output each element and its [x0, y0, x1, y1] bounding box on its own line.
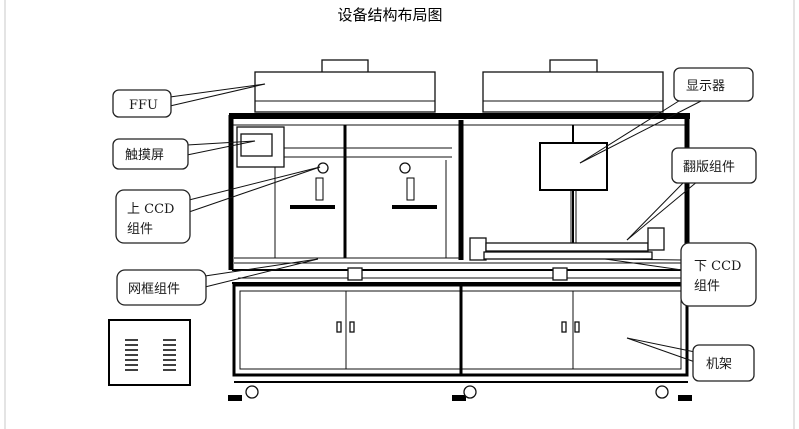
monitor: [539, 142, 608, 245]
casters: [228, 385, 692, 401]
label-monitor: 显示器: [686, 79, 725, 94]
table-top: [232, 267, 688, 284]
callout-screen-frame: 网框组件: [116, 258, 319, 306]
label-lower-ccd-line2: 组件: [694, 279, 720, 294]
door-handle: [574, 321, 580, 333]
electrical-box: [108, 319, 191, 386]
label-ffu: FFU: [129, 98, 158, 113]
label-upper-ccd-line1: 上 CCD: [127, 202, 174, 217]
callout-upper-ccd: 上 CCD 组件: [115, 166, 321, 244]
callout-monitor: 显示器: [579, 67, 754, 164]
cabinet: [232, 283, 689, 383]
callout-machine-frame: 机架: [626, 337, 755, 382]
label-flip-plate: 翻版组件: [683, 160, 735, 175]
callout-ffu: FFU: [112, 83, 266, 118]
label-machine-frame: 机架: [706, 357, 732, 372]
flip-plate-assembly: [469, 227, 665, 261]
ffu-unit-left: [254, 59, 436, 113]
label-upper-ccd-line2: 组件: [127, 222, 153, 237]
label-touchscreen: 触摸屏: [125, 148, 164, 163]
door-handle: [349, 321, 355, 333]
touch-panel: [236, 126, 285, 168]
upper-ccd-camera-left: [290, 162, 335, 209]
upper-ccd-camera-right: [392, 162, 437, 209]
door-handle: [336, 321, 342, 333]
callout-lower-ccd: 下 CCD 组件: [604, 242, 757, 307]
callout-flip-plate: 翻版组件: [626, 147, 757, 241]
ffu-unit-right: [482, 59, 664, 113]
door-handle: [561, 321, 567, 333]
callout-touchscreen: 触摸屏: [112, 138, 256, 170]
upper-frame: [228, 113, 690, 270]
diagram-title: 设备结构布局图: [337, 6, 442, 24]
label-lower-ccd-line1: 下 CCD: [694, 259, 741, 274]
label-screen-frame: 网框组件: [128, 282, 180, 297]
